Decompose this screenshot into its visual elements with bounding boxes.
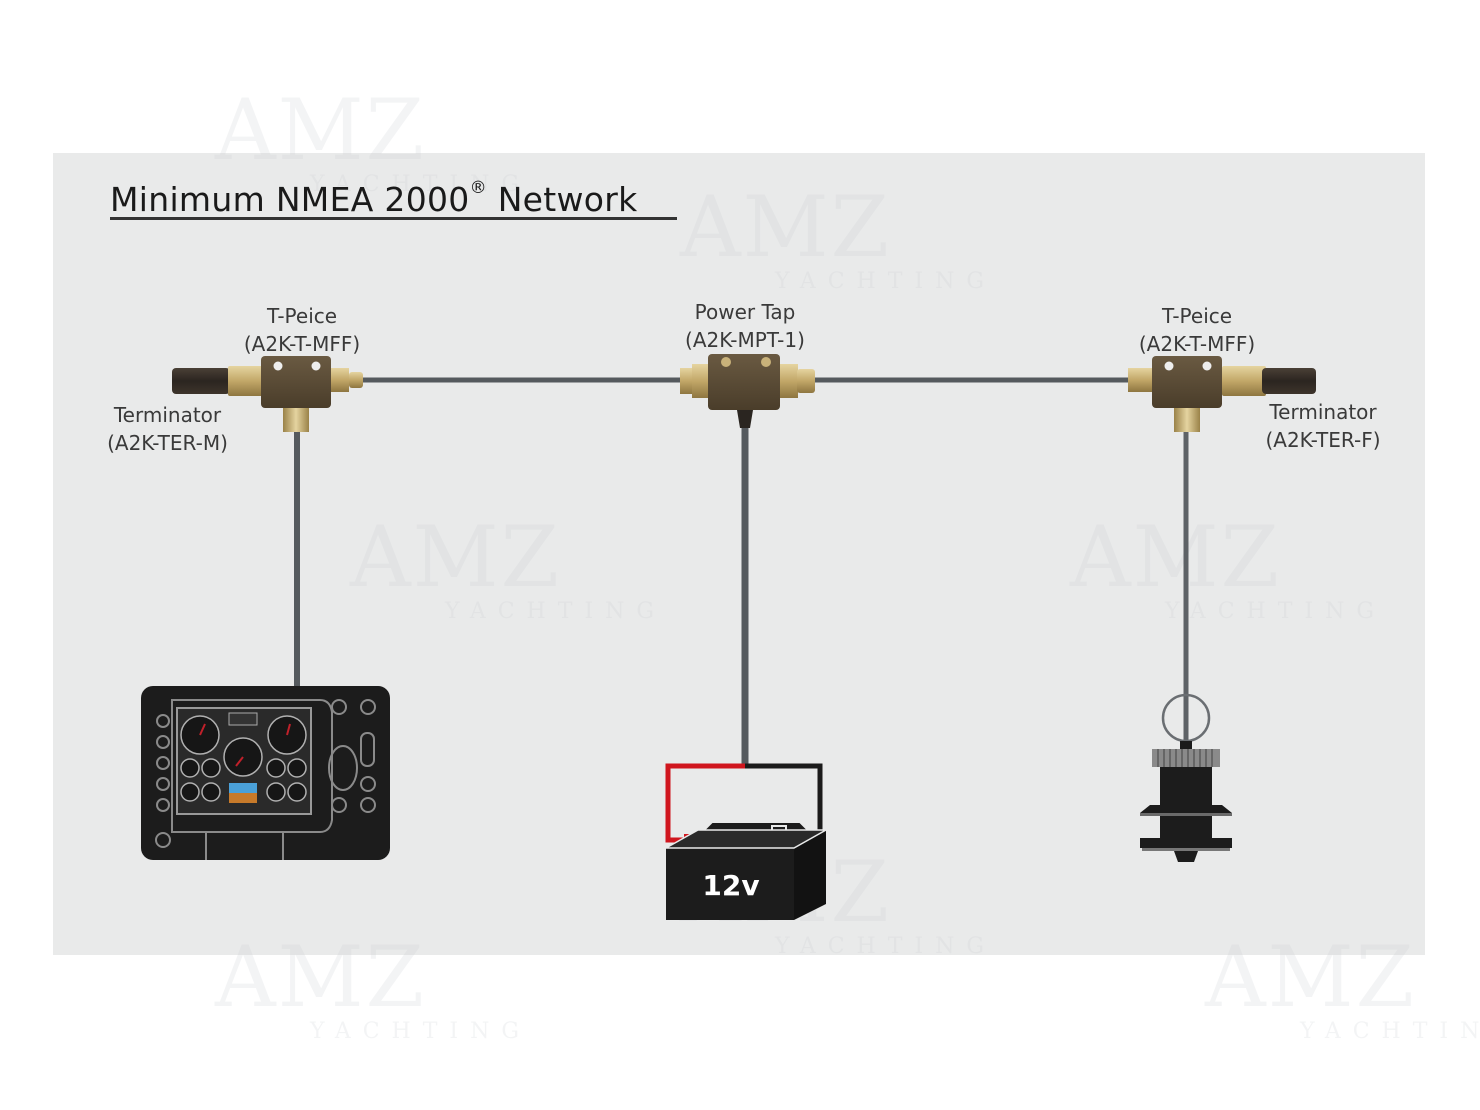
tpiece-right-part: (A2K-T-MFF) (1138, 332, 1256, 356)
terminator-left-label: Terminator (A2K-TER-M) (95, 401, 240, 457)
battery-icon (663, 763, 829, 920)
negative-wire (745, 763, 823, 835)
terminator-right-part: (A2K-TER-F) (1265, 428, 1381, 452)
tpiece-left-label: T-Peice (A2K-T-MFF) (232, 302, 372, 358)
title-suffix: Network (497, 180, 638, 219)
diagram-title: Minimum NMEA 2000® Network (110, 178, 638, 219)
battery-voltage-label: 12v (702, 869, 760, 902)
title-underline (110, 217, 677, 220)
registered-mark: ® (469, 178, 487, 198)
tpiece-right-name: T-Peice (1161, 304, 1233, 328)
terminator-left-icon (172, 366, 264, 396)
power-tap-name: Power Tap (694, 300, 796, 324)
tpiece-right-label: T-Peice (A2K-T-MFF) (1127, 302, 1267, 358)
terminator-right-name: Terminator (1269, 400, 1377, 424)
tpiece-right-icon (1128, 356, 1222, 432)
terminator-right-label: Terminator (A2K-TER-F) (1253, 398, 1393, 454)
power-tap-icon (680, 354, 815, 428)
tpiece-left-name: T-Peice (266, 304, 338, 328)
terminator-left-name: Terminator (113, 403, 222, 427)
display-device-icon (141, 686, 390, 860)
transducer-icon (1140, 693, 1232, 862)
terminator-left-part: (A2K-TER-M) (107, 431, 228, 455)
power-tap-part: (A2K-MPT-1) (685, 328, 805, 352)
terminator-right-icon (1222, 366, 1316, 396)
title-text: Minimum NMEA 2000 (110, 180, 470, 219)
tpiece-left-part: (A2K-T-MFF) (243, 332, 361, 356)
tpiece-left-icon (261, 356, 363, 432)
power-tap-label: Power Tap (A2K-MPT-1) (672, 298, 818, 354)
